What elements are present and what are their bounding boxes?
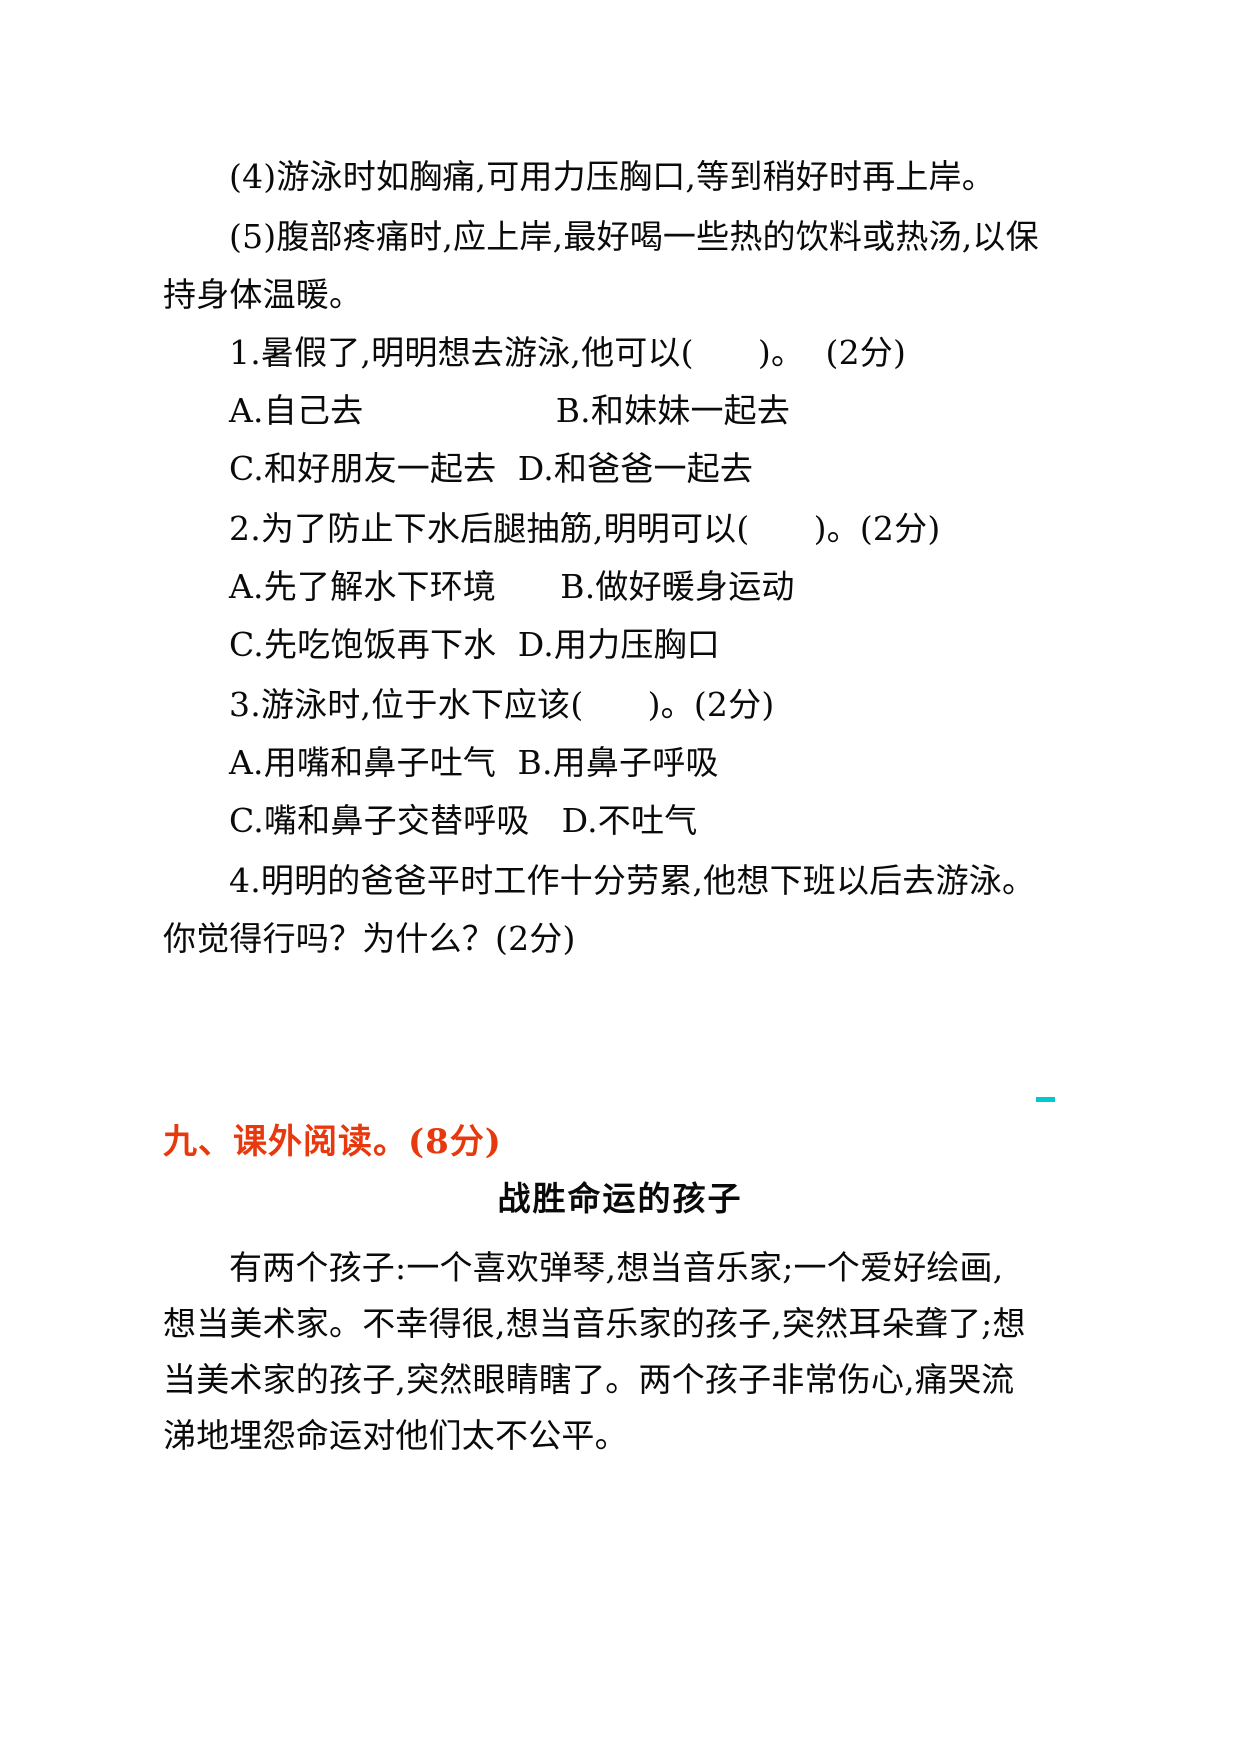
question-4-stem-continued: 你觉得行吗？为什么？(2分) [163, 919, 576, 958]
section-heading-extracurricular-reading: 九、课外阅读。(8分) [163, 1122, 502, 1162]
question-2-options-row-2[interactable]: C.先吃饱饭再下水 D.用力压胸口 [229, 625, 720, 664]
tip-item-4-text: (4)游泳时如胸痛,可用力压胸口,等到稍好时再上岸。 [229, 157, 995, 196]
article-line-4: 涕地埋怨命运对他们太不公平。 [163, 1416, 628, 1455]
article-title: 战胜命运的孩子 [497, 1179, 743, 1218]
question-4: 4.明明的爸爸平时工作十分劳累,他想下班以后去游泳。 你觉得行吗？为什么？(2分… [163, 852, 1113, 968]
question-2-options-row-1[interactable]: A.先了解水下环境 B.做好暖身运动 [229, 567, 795, 606]
question-3-stem: 3.游泳时,位于水下应该( )。(2分) [229, 685, 775, 724]
article-line-2: 想当美术家。不幸得很,想当音乐家的孩子,突然耳朵聋了;想 [163, 1304, 1026, 1343]
question-1-stem: 1.暑假了,明明想去游泳,他可以( )。 (2分) [229, 333, 907, 372]
question-3: 3.游泳时,位于水下应该( )。(2分) A.用嘴和鼻子吐气 B.用鼻子呼吸 C… [163, 676, 1113, 850]
tip-item-5: (5)腹部疼痛时,应上岸,最好喝一些热的饮料或热汤,以保 持身体温暖。 [163, 208, 1113, 324]
article-line-3: 当美术家的孩子,突然眼睛瞎了。两个孩子非常伤心,痛哭流 [163, 1360, 1015, 1399]
question-3-options-row-1[interactable]: A.用嘴和鼻子吐气 B.用鼻子呼吸 [229, 743, 719, 782]
question-1-options-row-1[interactable]: A.自己去 B.和妹妹一起去 [229, 391, 791, 430]
question-2-stem: 2.为了防止下水后腿抽筋,明明可以( )。(2分) [229, 509, 941, 548]
article-body: 有两个孩子:一个喜欢弹琴,想当音乐家;一个爱好绘画, 想当美术家。不幸得很,想当… [163, 1240, 1123, 1464]
tip-item-5-line-2: 持身体温暖。 [163, 275, 363, 314]
question-2: 2.为了防止下水后腿抽筋,明明可以( )。(2分) A.先了解水下环境 B.做好… [163, 500, 1113, 674]
teal-dash-mark-icon [1036, 1097, 1055, 1102]
tip-item-4: (4)游泳时如胸痛,可用力压胸口,等到稍好时再上岸。 [163, 148, 1113, 206]
question-1-options-row-2[interactable]: C.和好朋友一起去 D.和爸爸一起去 [229, 449, 754, 488]
question-4-stem: 4.明明的爸爸平时工作十分劳累,他想下班以后去游泳。 [229, 861, 1036, 900]
tip-item-5-line-1: (5)腹部疼痛时,应上岸,最好喝一些热的饮料或热汤,以保 [229, 217, 1039, 256]
question-3-options-row-2[interactable]: C.嘴和鼻子交替呼吸 D.不吐气 [229, 801, 698, 840]
question-1: 1.暑假了,明明想去游泳,他可以( )。 (2分) A.自己去 B.和妹妹一起去… [163, 324, 1113, 498]
exam-content: (4)游泳时如胸痛,可用力压胸口,等到稍好时再上岸。 (5)腹部疼痛时,应上岸,… [163, 148, 1113, 970]
article-line-1: 有两个孩子:一个喜欢弹琴,想当音乐家;一个爱好绘画, [229, 1248, 1004, 1287]
